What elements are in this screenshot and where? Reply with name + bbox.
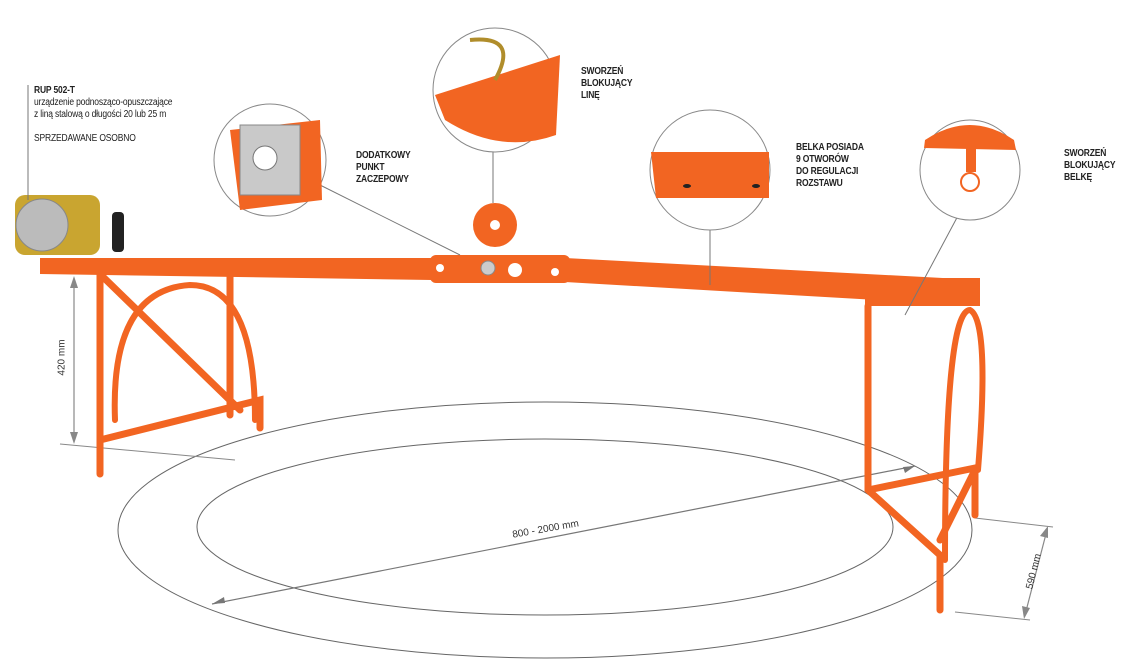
callout-line: DO REGULACJI — [796, 166, 859, 177]
callout-line: DODATKOWY — [356, 150, 411, 161]
callout-line: ROZSTAWU — [796, 178, 843, 189]
callout-line: ZACZEPOWY — [356, 174, 409, 185]
callout-beam-pin: SWORZEŃ BLOKUJĄCY BELKĘ — [1064, 148, 1116, 184]
callout-line: SWORZEŃ — [1064, 148, 1107, 159]
callout-line: 9 OTWORÓW — [796, 154, 849, 165]
product-note: RUP 502-T urządzenie podnosząco-opuszcza… — [34, 85, 173, 145]
depth-arrow — [1024, 529, 1048, 616]
callout-line: BELKA POSIADA — [796, 142, 864, 153]
frame — [40, 203, 986, 614]
height-label: 420 mm — [56, 339, 68, 376]
product-title: RUP 502-T — [34, 85, 75, 96]
callout-line: LINĘ — [581, 90, 600, 101]
callout-line: PUNKT — [356, 162, 385, 173]
callout-line: BELKĘ — [1064, 172, 1092, 183]
product-desc-2: z liną stalową o długości 20 lub 25 m — [34, 109, 167, 120]
detail-beam-pin — [919, 119, 1021, 221]
detail-beam-holes — [649, 109, 771, 231]
sold-separately-note: SPRZEDAWANE OSOBNO — [34, 133, 136, 144]
callout-extra-point: DODATKOWY PUNKT ZACZEPOWY — [356, 150, 411, 186]
range-ellipse-outer — [117, 401, 973, 659]
detail-rope-pin — [432, 27, 560, 153]
callout-line: BLOKUJĄCY — [1064, 160, 1116, 171]
product-desc-1: urządzenie podnosząco-opuszczające — [34, 97, 173, 108]
winch — [15, 195, 124, 255]
range-ellipse-inner — [196, 438, 894, 616]
callout-beam-holes: BELKA POSIADA 9 OTWORÓW DO REGULACJI ROZ… — [796, 142, 864, 190]
callout-line: SWORZEŃ — [581, 66, 624, 77]
callout-line: BLOKUJĄCY — [581, 78, 633, 89]
span-arrow — [211, 465, 916, 605]
detail-extra-point — [213, 103, 327, 217]
callout-rope-pin: SWORZEŃ BLOKUJĄCY LINĘ — [581, 66, 633, 102]
